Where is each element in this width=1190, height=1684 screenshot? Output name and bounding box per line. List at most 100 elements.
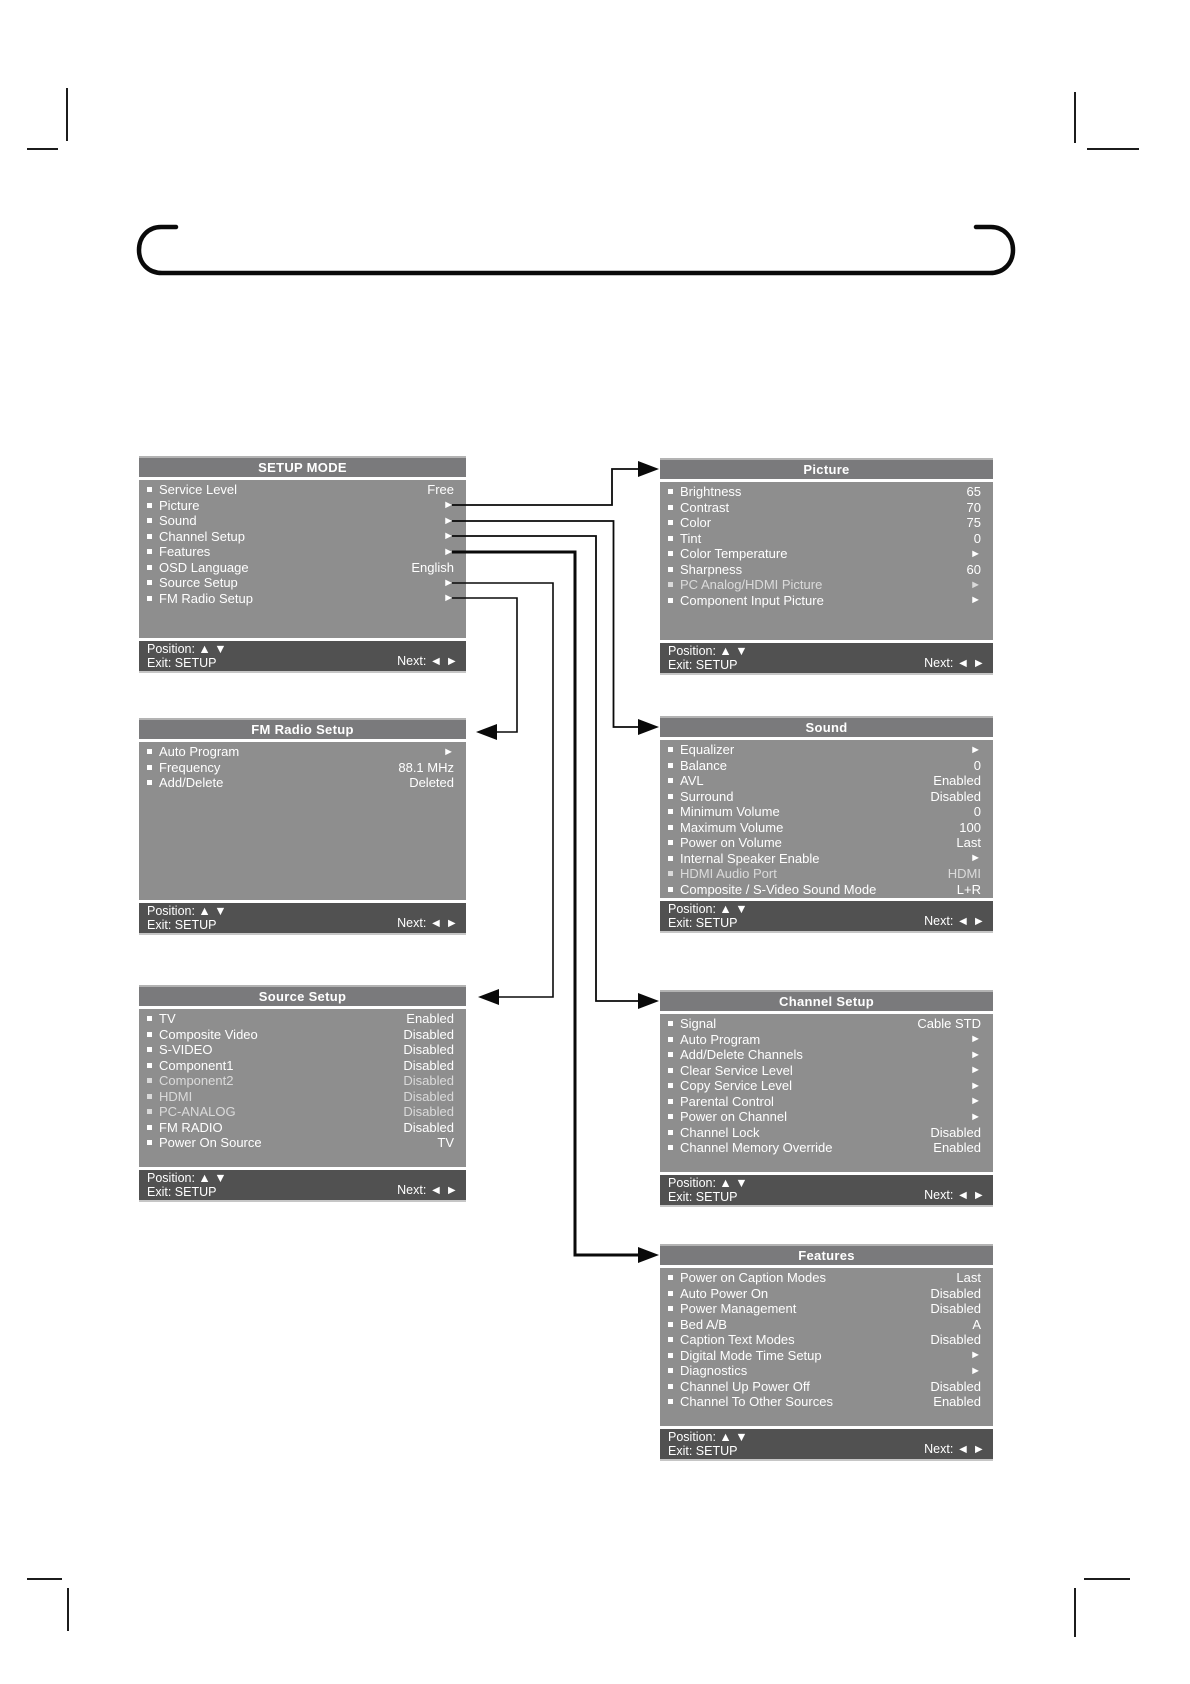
submenu-arrow-icon: ►	[443, 545, 454, 558]
menu-item-value: Disabled	[930, 1124, 981, 1140]
position-hint: Position: ▲ ▼	[147, 642, 227, 656]
menu-item-label: S-VIDEO	[159, 1042, 213, 1058]
menu-item-value: Disabled	[403, 1088, 454, 1104]
position-hint: Position: ▲ ▼	[668, 1430, 748, 1444]
bullet-square-icon	[668, 1290, 673, 1296]
menu-item: Clear Service Level►	[668, 1063, 981, 1079]
bullet-square-icon	[668, 1306, 673, 1312]
connector-channel-line	[452, 535, 640, 1002]
bullet-square-icon	[668, 1383, 673, 1389]
menu-item-label: Auto Power On	[680, 1285, 769, 1301]
menu-item-label: Features	[159, 544, 211, 560]
bullet-square-icon	[147, 1109, 152, 1115]
menu-item: Equalizer►	[668, 742, 981, 758]
menu-item: FM Radio Setup►	[147, 591, 454, 607]
menu-item-value: Last	[956, 835, 981, 851]
bullet-square-icon	[668, 1083, 673, 1089]
menu-item-value: Disabled	[930, 788, 981, 804]
menu-item-label: TV	[159, 1011, 176, 1027]
submenu-arrow-icon: ►	[443, 576, 454, 589]
bullet-square-icon	[668, 840, 673, 846]
menu-item-label: Component2	[159, 1073, 234, 1089]
menu-item-label: Power on Caption Modes	[680, 1270, 826, 1286]
bullet-square-icon	[668, 597, 673, 603]
connector-sound-line	[452, 520, 640, 728]
bullet-square-icon	[147, 564, 152, 570]
menu-item-label: Composite Video	[159, 1026, 258, 1042]
panel-footer: Position: ▲ ▼ Exit: SETUP Next: ◄ ►	[139, 641, 466, 671]
panel-title: Picture	[660, 460, 993, 479]
menu-item: Picture►	[147, 498, 454, 514]
connector-source-line	[452, 582, 554, 998]
panel-footer: Position: ▲ ▼ Exit: SETUP Next: ◄ ►	[660, 1175, 993, 1205]
bullet-square-icon	[668, 1052, 673, 1058]
menu-item: Source Setup►	[147, 575, 454, 591]
arrowhead-right-icon	[638, 461, 659, 477]
submenu-arrow-icon: ►	[443, 530, 454, 543]
bullet-square-icon	[147, 1016, 152, 1022]
bullet-square-icon	[668, 520, 673, 526]
next-hint: Next: ◄ ►	[397, 916, 458, 930]
panel-title: Features	[660, 1246, 993, 1265]
menu-item: Digital Mode Time Setup►	[668, 1348, 981, 1364]
submenu-arrow-icon: ►	[970, 547, 981, 560]
menu-item-value: 60	[966, 561, 981, 577]
menu-item-label: Power On Source	[159, 1135, 262, 1151]
next-hint: Next: ◄ ►	[397, 654, 458, 668]
menu-item: Parental Control►	[668, 1094, 981, 1110]
bullet-square-icon	[668, 778, 673, 784]
arrowhead-right-icon	[638, 719, 659, 735]
menu-item: Surround Disabled	[668, 789, 981, 805]
submenu-arrow-icon: ►	[443, 499, 454, 512]
bullet-square-icon	[147, 595, 152, 601]
menu-item-value: Enabled	[933, 1394, 981, 1410]
position-hint: Position: ▲ ▼	[668, 902, 748, 916]
bullet-square-icon	[668, 1321, 673, 1327]
menu-item: Add/Delete Channels►	[668, 1047, 981, 1063]
exit-hint: Exit: SETUP	[668, 1189, 738, 1204]
menu-item-label: Power on Volume	[680, 835, 782, 851]
bullet-square-icon	[668, 1129, 673, 1135]
panel-footer: Position: ▲ ▼ Exit: SETUP Next: ◄ ►	[660, 643, 993, 673]
bullet-square-icon	[147, 1140, 152, 1146]
bullet-square-icon	[668, 1275, 673, 1281]
menu-item-value: Disabled	[403, 1026, 454, 1042]
menu-item-value: Last	[956, 1270, 981, 1286]
menu-item: Internal Speaker Enable►	[668, 851, 981, 867]
bullet-square-icon	[147, 780, 152, 786]
next-hint: Next: ◄ ►	[924, 914, 985, 928]
menu-item-label: Contrast	[680, 499, 730, 515]
exit-hint: Exit: SETUP	[668, 657, 738, 672]
menu-item-value: Disabled	[403, 1057, 454, 1073]
bullet-square-icon	[668, 1098, 673, 1104]
submenu-arrow-icon: ►	[970, 1364, 981, 1377]
menu-item-label: Component Input Picture	[680, 592, 824, 608]
menu-item-value: 0	[973, 804, 981, 820]
menu-item: Sound►	[147, 513, 454, 529]
panel-title: Channel Setup	[660, 992, 993, 1011]
bullet-square-icon	[668, 1114, 673, 1120]
submenu-arrow-icon: ►	[970, 1095, 981, 1108]
menu-item-value: Cable STD	[917, 1016, 981, 1032]
crop-mark	[1084, 1578, 1130, 1580]
menu-item-label: HDMI	[159, 1088, 193, 1104]
panel-title: Sound	[660, 718, 993, 737]
connector-features-line	[452, 550, 640, 1257]
menu-item-label: Surround	[680, 788, 734, 804]
